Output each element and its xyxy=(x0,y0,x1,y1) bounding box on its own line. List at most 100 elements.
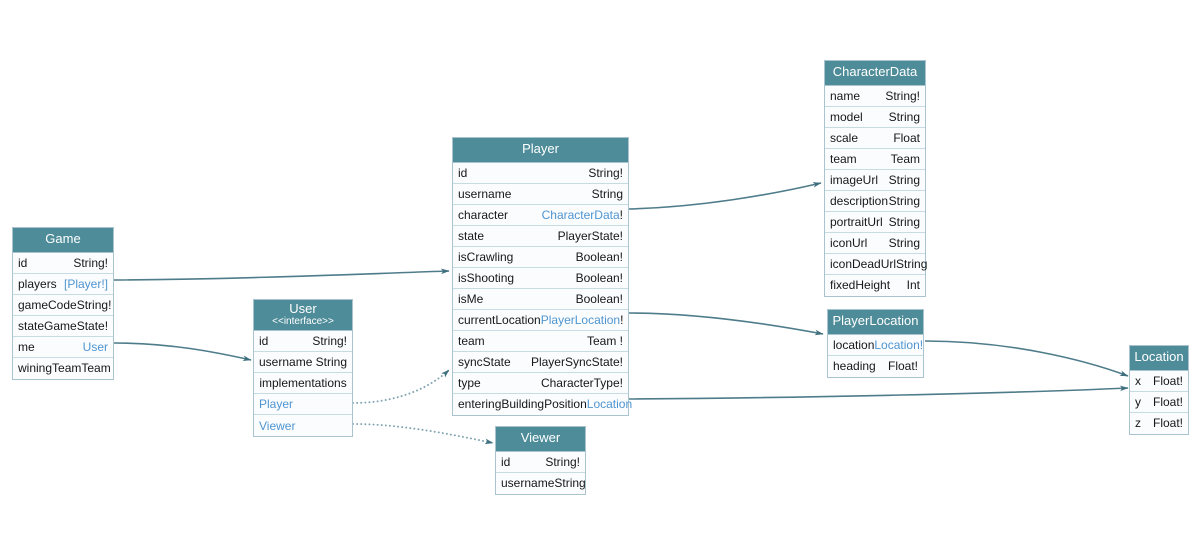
field-row[interactable]: isShooting Boolean! xyxy=(453,267,628,289)
field-name: gameCode xyxy=(18,297,77,312)
field-name: currentLocation xyxy=(458,312,541,327)
field-row[interactable]: players [Player!] xyxy=(13,273,113,295)
field-row[interactable]: iconDeadUrl String xyxy=(825,253,928,275)
field-name: character xyxy=(458,207,509,222)
field-type: String xyxy=(896,256,928,271)
field-type: CharacterData xyxy=(541,207,620,222)
field-type: Location! xyxy=(874,337,924,352)
field-type: String xyxy=(888,214,920,229)
field-type: Float! xyxy=(1152,416,1183,431)
field-name: isShooting xyxy=(458,270,515,285)
entity-player[interactable]: Player id String! username String charac… xyxy=(452,137,632,416)
field-name: id xyxy=(18,255,28,270)
field-row[interactable]: model String xyxy=(825,106,925,128)
field-row[interactable]: isCrawling Boolean! xyxy=(453,246,628,268)
field-row[interactable]: state GameState! xyxy=(13,315,113,337)
field-row[interactable]: state PlayerState! xyxy=(453,225,628,247)
field-type-suffix: ! xyxy=(620,312,624,327)
field-type: Location xyxy=(586,397,633,412)
field-name: id xyxy=(259,334,269,349)
field-row[interactable]: character CharacterData! xyxy=(453,204,628,226)
field-row[interactable]: id String! xyxy=(453,162,628,184)
entity-playerlocation[interactable]: PlayerLocation location Location! headin… xyxy=(827,309,924,378)
field-row[interactable]: z Float! xyxy=(1130,412,1188,434)
implementation-item-viewer[interactable]: Viewer xyxy=(254,415,352,437)
entity-playerlocation-header: PlayerLocation xyxy=(828,310,923,335)
field-row[interactable]: team Team ! xyxy=(453,330,628,352)
field-row[interactable]: username String xyxy=(496,472,586,494)
field-type: String xyxy=(888,193,920,208)
field-type: Float! xyxy=(887,359,918,374)
entity-viewer[interactable]: Viewer id String! username String xyxy=(495,426,586,495)
field-name: fixedHeight xyxy=(830,278,891,293)
field-type: String xyxy=(554,476,586,491)
entity-viewer-title: Viewer xyxy=(520,430,561,445)
entity-player-title: Player xyxy=(522,141,559,156)
implementation-name: Viewer xyxy=(259,418,296,433)
field-row[interactable]: iconUrl String xyxy=(825,232,925,254)
field-row[interactable]: enteringBuildingPosition Location xyxy=(453,393,632,415)
field-type: PlayerState! xyxy=(557,228,623,243)
field-row[interactable]: winingTeam Team xyxy=(13,357,113,379)
field-row[interactable]: imageUrl String xyxy=(825,169,925,191)
implementation-item-player[interactable]: Player xyxy=(254,394,352,416)
field-type: CharacterType! xyxy=(540,375,623,390)
field-row[interactable]: id String! xyxy=(13,252,113,274)
field-name: heading xyxy=(833,359,876,374)
entity-game[interactable]: Game id String! players [Player!] gameCo… xyxy=(12,227,114,380)
field-row[interactable]: scale Float xyxy=(825,127,925,149)
field-row[interactable]: username String xyxy=(453,183,628,205)
field-row[interactable]: portraitUrl String xyxy=(825,211,925,233)
field-type: String! xyxy=(545,454,580,469)
field-type: Team xyxy=(890,151,920,166)
field-row[interactable]: syncState PlayerSyncState! xyxy=(453,351,628,373)
field-name: state xyxy=(18,318,45,333)
field-type: String xyxy=(888,172,920,187)
entity-user[interactable]: User <<interface>> id String! username S… xyxy=(253,299,353,438)
field-type: Boolean! xyxy=(575,270,623,285)
entity-location[interactable]: Location x Float! y Float! z Float! xyxy=(1129,345,1189,435)
field-row[interactable]: currentLocation PlayerLocation! xyxy=(453,309,628,331)
field-type: Boolean! xyxy=(575,249,623,264)
field-name: location xyxy=(833,337,875,352)
field-row[interactable]: fixedHeight Int xyxy=(825,274,925,296)
field-row[interactable]: name String! xyxy=(825,85,925,107)
field-type: Boolean! xyxy=(575,291,623,306)
field-row[interactable]: description String xyxy=(825,190,925,212)
edge-user-player-implementation xyxy=(352,369,450,404)
field-name: state xyxy=(458,228,485,243)
field-row[interactable]: type CharacterType! xyxy=(453,372,628,394)
field-row[interactable]: heading Float! xyxy=(828,355,923,377)
field-row[interactable]: id String! xyxy=(496,451,585,473)
field-name: winingTeam xyxy=(18,361,82,376)
field-name: isCrawling xyxy=(458,249,514,264)
field-type: String xyxy=(888,235,920,250)
field-row[interactable]: id String! xyxy=(254,331,352,353)
entity-characterdata[interactable]: CharacterData name String! model String … xyxy=(824,60,928,297)
field-name: id xyxy=(458,165,468,180)
field-type: Float! xyxy=(1152,394,1183,409)
field-row[interactable]: location Location! xyxy=(828,334,924,356)
field-name: iconUrl xyxy=(830,235,868,250)
field-type-group: CharacterData! xyxy=(542,208,623,222)
entity-location-title: Location xyxy=(1134,349,1184,364)
field-name: scale xyxy=(830,130,859,145)
field-type: Float! xyxy=(1152,373,1183,388)
field-name: model xyxy=(830,109,863,124)
field-type: PlayerLocation xyxy=(540,312,621,327)
field-row[interactable]: username String xyxy=(254,352,352,374)
field-type: String xyxy=(315,355,347,370)
field-row[interactable]: me User xyxy=(13,336,113,358)
field-name: x xyxy=(1135,373,1141,388)
field-row[interactable]: y Float! xyxy=(1130,391,1188,413)
edge-player-enteringbuildingposition-to-location xyxy=(628,385,1129,400)
field-row[interactable]: x Float! xyxy=(1130,370,1188,392)
field-type: Float xyxy=(893,130,920,145)
field-row[interactable]: team Team xyxy=(825,148,925,170)
field-row[interactable]: isMe Boolean! xyxy=(453,288,628,310)
field-type: String xyxy=(591,186,623,201)
field-type: String! xyxy=(885,88,920,103)
edge-player-currentlocation-to-playerlocation xyxy=(628,312,824,336)
field-row[interactable]: gameCode String! xyxy=(13,294,113,316)
field-type: Team xyxy=(81,361,111,376)
